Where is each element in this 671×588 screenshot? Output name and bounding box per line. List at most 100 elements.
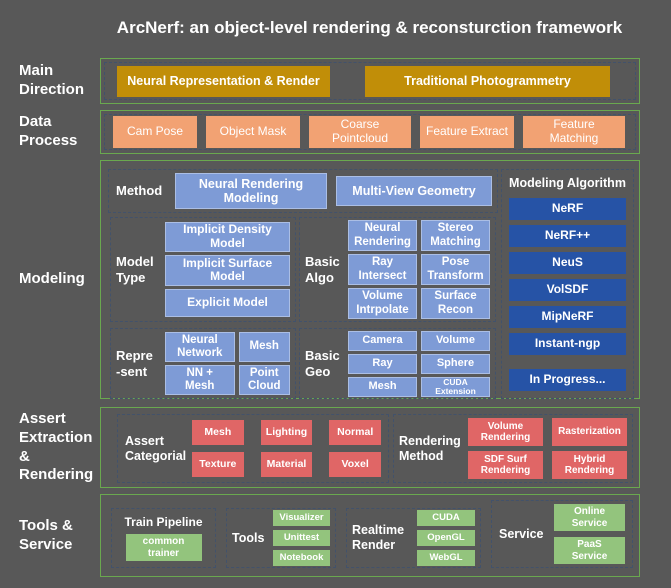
section-main-direction: Neural Representation & Render Tradition… (100, 58, 640, 104)
btn-volume-geo[interactable]: Volume (421, 330, 490, 351)
model-type-buttons: Implicit Density Model Implicit Surface … (165, 222, 290, 317)
btn-nerf[interactable]: NeRF (509, 198, 626, 220)
basic-geo-group: Basic Geo Camera Volume Ray Sphere Mesh … (299, 328, 496, 399)
side-label-data-process: Data Process (19, 113, 78, 149)
side-label-modeling: Modeling (19, 270, 85, 288)
btn-cuda[interactable]: CUDA (417, 510, 475, 526)
btn-camera[interactable]: Camera (348, 330, 417, 351)
btn-cuda-extension[interactable]: CUDA Extension (421, 376, 490, 397)
section-data-process: Cam Pose Object Mask Coarse Pointcloud F… (100, 110, 640, 154)
basic-algo-buttons: Neural Rendering Stereo Matching Ray Int… (348, 220, 490, 319)
btn-neus[interactable]: NeuS (509, 252, 626, 274)
service-label: Service (499, 526, 544, 541)
btn-sdf-surf-rendering[interactable]: SDF Surf Rendering (468, 451, 543, 479)
data-process-group: Cam Pose Object Mask Coarse Pointcloud F… (104, 114, 636, 150)
btn-nn-plus-mesh[interactable]: NN + Mesh (165, 365, 235, 395)
btn-online-service[interactable]: Online Service (554, 504, 625, 531)
basic-algo-group: Basic Algo Neural Rendering Stereo Match… (299, 217, 496, 322)
rendering-method-group: Rendering Method Volume Rendering Raster… (393, 414, 633, 483)
btn-normal[interactable]: Normal (329, 420, 381, 445)
represent-group: Repre -sent Neural Network Mesh NN + Mes… (110, 328, 296, 399)
btn-material[interactable]: Material (260, 452, 313, 477)
btn-multi-view-geometry[interactable]: Multi-View Geometry (336, 176, 492, 206)
btn-opengl[interactable]: OpenGL (417, 530, 475, 546)
section-tools-service: Train Pipeline common trainer Tools Visu… (100, 494, 640, 577)
train-pipeline-group: Train Pipeline common trainer (111, 508, 216, 568)
btn-ray-geo[interactable]: Ray (348, 353, 417, 374)
btn-surface-recon[interactable]: Surface Recon (421, 288, 490, 319)
btn-nerf-plus-plus[interactable]: NeRF++ (509, 225, 626, 247)
assert-categorial-group: Assert Categorial Mesh Lighting Normal T… (117, 414, 389, 483)
btn-sphere[interactable]: Sphere (421, 353, 490, 374)
diagram-title: ArcNerf: an object-level rendering & rec… (116, 18, 623, 37)
realtime-render-label: Realtime Render (352, 523, 405, 552)
btn-volume-rendering[interactable]: Volume Rendering (468, 418, 543, 446)
btn-rasterization[interactable]: Rasterization (552, 418, 627, 446)
btn-webgl[interactable]: WebGL (417, 550, 475, 566)
tools-buttons: Visualizer Unittest Notebook (273, 509, 330, 567)
side-label-assert-extraction-rendering: Assert Extraction & Rendering (19, 410, 94, 484)
btn-hybrid-rendering[interactable]: Hybrid Rendering (552, 451, 627, 479)
btn-neural-rendering-modeling[interactable]: Neural Rendering Modeling (175, 173, 327, 209)
train-pipeline-label: Train Pipeline (124, 514, 203, 529)
rendering-method-buttons: Volume Rendering Rasterization SDF Surf … (468, 418, 627, 479)
btn-traditional-photogrammetry[interactable]: Traditional Photogrammetry (365, 65, 610, 97)
section-modeling: Method Neural Rendering Modeling Multi-V… (100, 160, 640, 399)
btn-texture[interactable]: Texture (192, 452, 244, 477)
tools-group: Tools Visualizer Unittest Notebook (226, 508, 336, 568)
model-type-label: Model Type (116, 253, 154, 285)
btn-voxel[interactable]: Voxel (329, 452, 381, 477)
btn-neural-representation-render[interactable]: Neural Representation & Render (117, 65, 330, 97)
btn-neural-network[interactable]: Neural Network (165, 332, 235, 362)
btn-mesh-assert[interactable]: Mesh (192, 420, 244, 445)
model-type-group: Model Type Implicit Density Model Implic… (110, 217, 296, 322)
side-label-tools-service: Tools & Service (19, 516, 73, 553)
section-assert-extraction-rendering: Assert Categorial Mesh Lighting Normal T… (100, 407, 640, 488)
main-direction-group: Neural Representation & Render Tradition… (104, 62, 636, 100)
btn-mesh-represent[interactable]: Mesh (238, 332, 290, 362)
btn-mipnerf[interactable]: MipNeRF (509, 306, 626, 328)
btn-point-cloud[interactable]: Point Cloud (238, 365, 290, 395)
btn-stereo-matching[interactable]: Stereo Matching (421, 220, 490, 251)
tools-label: Tools (232, 530, 265, 545)
btn-unittest[interactable]: Unittest (273, 530, 330, 546)
represent-buttons: Neural Network Mesh NN + Mesh Point Clou… (165, 332, 290, 395)
btn-lighting[interactable]: Lighting (260, 420, 313, 445)
btn-mesh-geo[interactable]: Mesh (348, 376, 417, 397)
represent-label: Repre -sent (116, 347, 153, 379)
service-buttons: Online Service PaaS Service (554, 501, 625, 567)
btn-ray-intersect[interactable]: Ray Intersect (348, 254, 417, 285)
assert-categorial-buttons: Mesh Lighting Normal Texture Material Vo… (192, 420, 381, 477)
method-group: Method Neural Rendering Modeling Multi-V… (108, 169, 498, 213)
basic-algo-label: Basic Algo (305, 253, 340, 285)
btn-notebook[interactable]: Notebook (273, 550, 330, 566)
btn-common-trainer[interactable]: common trainer (125, 534, 202, 562)
service-group: Service Online Service PaaS Service (491, 500, 633, 568)
btn-object-mask[interactable]: Object Mask (206, 116, 300, 148)
btn-implicit-surface-model[interactable]: Implicit Surface Model (165, 255, 290, 286)
btn-explicit-model[interactable]: Explicit Model (165, 288, 290, 317)
modeling-algorithm-label: Modeling Algorithm (509, 176, 626, 190)
realtime-render-group: Realtime Render CUDA OpenGL WebGL (346, 508, 481, 568)
realtime-render-buttons: CUDA OpenGL WebGL (417, 509, 475, 567)
btn-instant-ngp[interactable]: Instant-ngp (509, 333, 626, 355)
btn-implicit-density-model[interactable]: Implicit Density Model (165, 222, 290, 253)
assert-categorial-label: Assert Categorial (125, 433, 187, 463)
btn-paas-service[interactable]: PaaS Service (554, 537, 625, 564)
modeling-algorithm-group: Modeling Algorithm NeRF NeRF++ NeuS VolS… (501, 169, 634, 399)
btn-feature-matching[interactable]: Feature Matching (523, 116, 625, 148)
btn-cam-pose[interactable]: Cam Pose (113, 116, 197, 148)
btn-feature-extract[interactable]: Feature Extract (420, 116, 514, 148)
btn-volsdf[interactable]: VolSDF (509, 279, 626, 301)
btn-coarse-pointcloud[interactable]: Coarse Pointcloud (309, 116, 411, 148)
btn-visualizer[interactable]: Visualizer (273, 510, 330, 526)
btn-pose-transform[interactable]: Pose Transform (421, 254, 490, 285)
method-label: Method (116, 183, 163, 199)
basic-geo-buttons: Camera Volume Ray Sphere Mesh CUDA Exten… (348, 330, 490, 397)
btn-volume-intrpolate[interactable]: Volume Intrpolate (348, 288, 417, 319)
btn-in-progress[interactable]: In Progress... (509, 369, 626, 391)
basic-geo-label: Basic Geo (305, 347, 340, 379)
btn-neural-rendering[interactable]: Neural Rendering (348, 220, 417, 251)
rendering-method-label: Rendering Method (399, 433, 461, 463)
